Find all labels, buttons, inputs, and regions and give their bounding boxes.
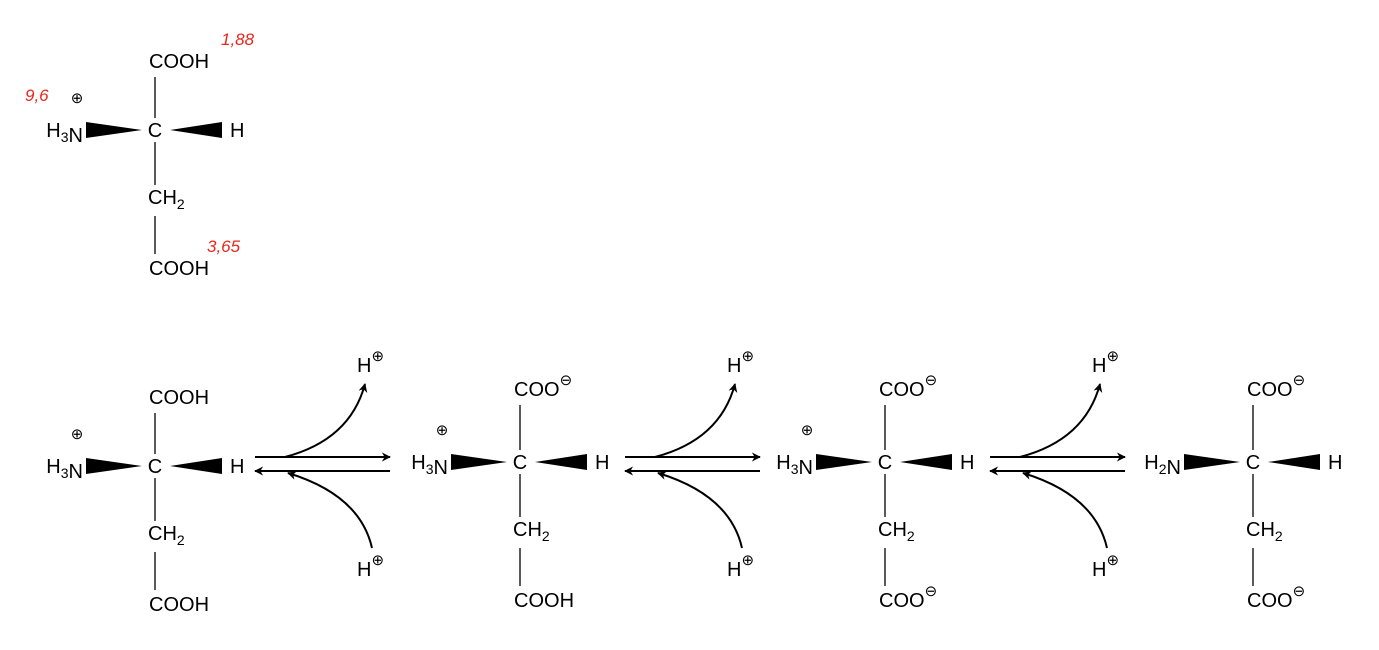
alpha-carbon-label: C bbox=[148, 120, 162, 142]
amine-charge: ⊕ bbox=[436, 422, 449, 439]
methylene-label: CH2 bbox=[148, 523, 185, 548]
side-chain-carboxyl-label: COOH bbox=[149, 258, 209, 280]
hydrogen-label: H bbox=[595, 452, 609, 474]
alpha-carbon-label: C bbox=[148, 456, 162, 478]
charge-symbol: ⊕ bbox=[371, 348, 384, 365]
hydrogen-label: H bbox=[230, 456, 244, 478]
released-proton-label: H⊕ bbox=[727, 348, 754, 377]
wedge-bond-right bbox=[1268, 454, 1320, 470]
wedge-bond-left bbox=[1184, 454, 1240, 470]
hydrogen-label: H bbox=[230, 120, 244, 142]
hydrogen-label: H bbox=[960, 452, 974, 474]
proton-release-arrow bbox=[654, 383, 738, 458]
top-carboxyl-label: COOH bbox=[149, 51, 209, 73]
amine-charge: ⊕ bbox=[801, 422, 814, 439]
side-chain-carboxyl-label: COO⊖ bbox=[879, 583, 937, 612]
alpha-carbon-label: C bbox=[878, 452, 892, 474]
added-proton-label: H⊕ bbox=[727, 552, 754, 581]
charge-symbol: ⊖ bbox=[925, 372, 938, 389]
charge-symbol: ⊖ bbox=[925, 583, 938, 600]
wedge-bond-left bbox=[86, 122, 142, 138]
charge-symbol: ⊖ bbox=[1293, 372, 1306, 389]
amine-charge: ⊕ bbox=[71, 426, 84, 443]
charge-symbol: ⊕ bbox=[1106, 552, 1119, 569]
side-chain-carboxyl-label: COOH bbox=[149, 594, 209, 616]
wedge-bond-right bbox=[170, 458, 222, 474]
top-carboxyl-label: COOH bbox=[149, 387, 209, 409]
amine-label: H3N bbox=[776, 452, 813, 479]
charge-symbol: ⊕ bbox=[71, 426, 84, 443]
amine-charge: ⊕ bbox=[71, 90, 84, 107]
proton-release-arrow bbox=[1019, 383, 1103, 458]
amine-label: H3N bbox=[46, 456, 83, 483]
methylene-label: CH2 bbox=[1246, 519, 1283, 544]
proton-release-arrow bbox=[284, 383, 368, 458]
charge-symbol: ⊖ bbox=[560, 372, 573, 389]
wedge-bond-right bbox=[900, 454, 952, 470]
amine-label: H2N bbox=[1144, 452, 1181, 479]
methylene-label: CH2 bbox=[878, 519, 915, 544]
amine-label: H3N bbox=[411, 452, 448, 479]
wedge-bond-left bbox=[451, 454, 507, 470]
charge-symbol: ⊕ bbox=[1106, 348, 1119, 365]
methylene-label: CH2 bbox=[148, 187, 185, 212]
charge-symbol: ⊕ bbox=[741, 552, 754, 569]
wedge-bond-left bbox=[86, 458, 142, 474]
alpha-carbon-label: C bbox=[513, 452, 527, 474]
side-chain-carboxyl-label: COOH bbox=[514, 590, 574, 612]
alpha-carbon-label: C bbox=[1246, 452, 1260, 474]
added-proton-label: H⊕ bbox=[357, 552, 384, 581]
methylene-label: CH2 bbox=[513, 519, 550, 544]
wedge-bond-left bbox=[816, 454, 872, 470]
proton-uptake-arrow bbox=[287, 471, 373, 549]
pka-alpha-carboxyl: 1,88 bbox=[221, 30, 255, 49]
charge-symbol: ⊕ bbox=[741, 348, 754, 365]
pka-side-chain: 3,65 bbox=[207, 237, 241, 256]
charge-symbol: ⊕ bbox=[371, 552, 384, 569]
hydrogen-label: H bbox=[1328, 452, 1342, 474]
proton-uptake-arrow bbox=[1022, 471, 1108, 549]
charge-symbol: ⊕ bbox=[436, 422, 449, 439]
side-chain-carboxyl-label: COO⊖ bbox=[1247, 583, 1305, 612]
top-carboxyl-label: COO⊖ bbox=[879, 372, 937, 401]
released-proton-label: H⊕ bbox=[1092, 348, 1119, 377]
charge-symbol: ⊖ bbox=[1293, 583, 1306, 600]
pka-amino: 9,6 bbox=[25, 86, 49, 105]
top-carboxyl-label: COO⊖ bbox=[1247, 372, 1305, 401]
charge-symbol: ⊕ bbox=[71, 90, 84, 107]
wedge-bond-right bbox=[535, 454, 587, 470]
added-proton-label: H⊕ bbox=[1092, 552, 1119, 581]
wedge-bond-right bbox=[170, 122, 222, 138]
released-proton-label: H⊕ bbox=[357, 348, 384, 377]
amine-label: H3N bbox=[46, 120, 83, 147]
proton-uptake-arrow bbox=[657, 471, 743, 549]
top-carboxyl-label: COO⊖ bbox=[514, 372, 572, 401]
charge-symbol: ⊕ bbox=[801, 422, 814, 439]
